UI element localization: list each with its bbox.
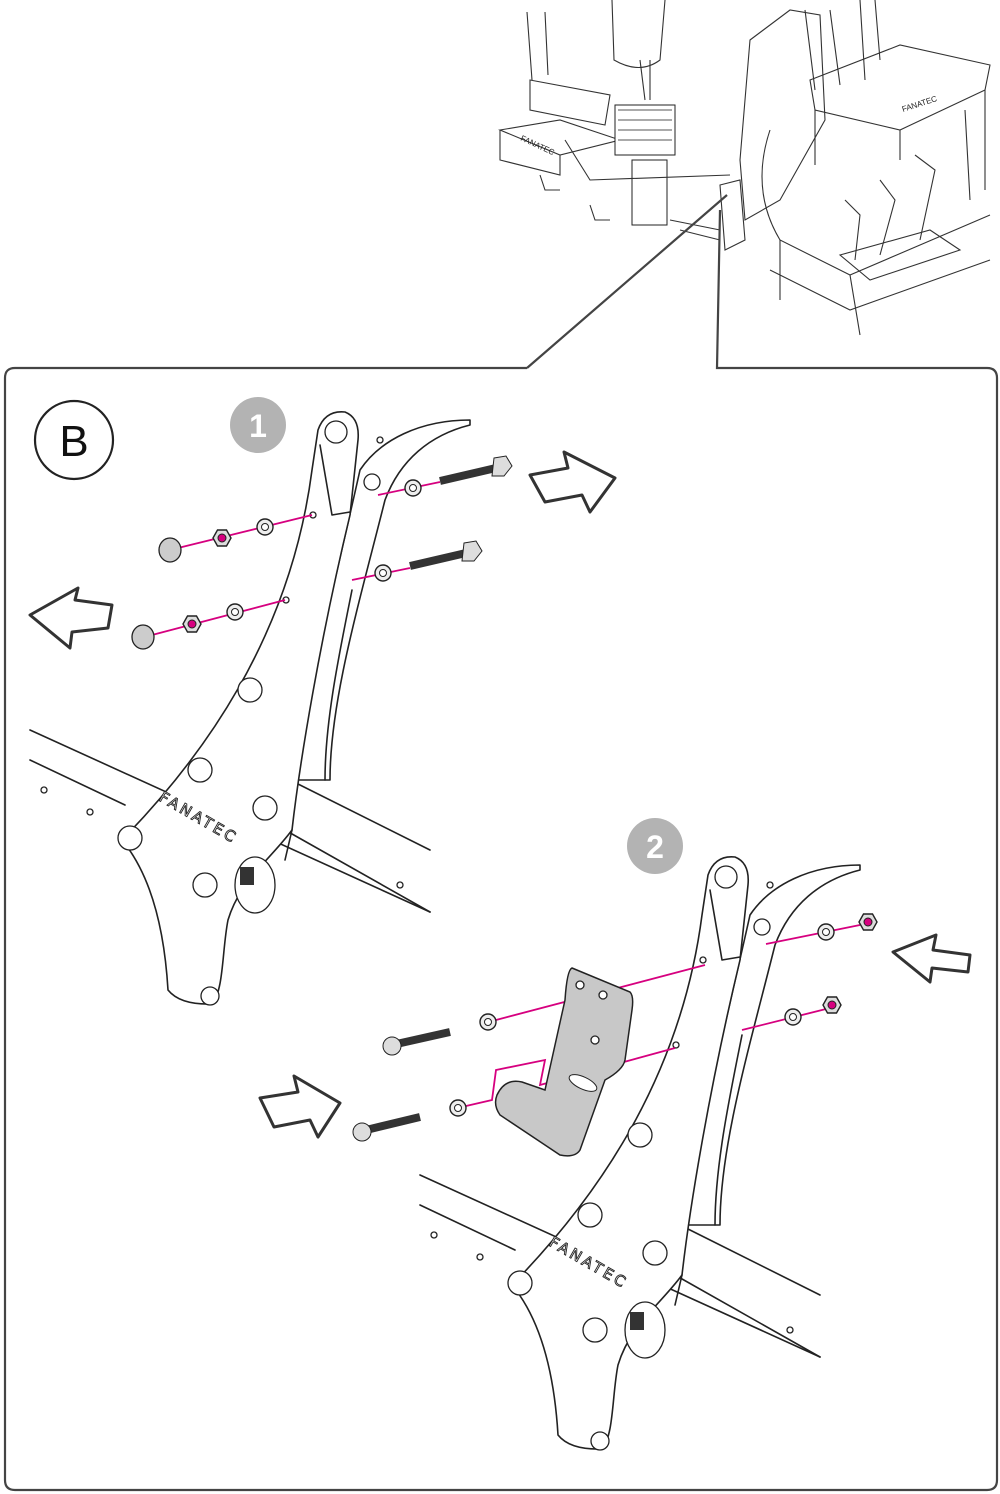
washer-icon <box>226 603 244 621</box>
remove-arrow-left-icon <box>28 586 114 650</box>
step-badge <box>627 818 683 874</box>
nut-icon <box>182 615 202 633</box>
bolt-icon <box>352 1113 421 1142</box>
washer-icon <box>404 479 422 497</box>
step-1-illustration: FANATEC 1 <box>28 397 617 1006</box>
section-label-badge: B <box>33 399 115 481</box>
washer-icon <box>784 1008 802 1026</box>
washer-icon <box>817 923 835 941</box>
step-number: 1 <box>249 408 267 444</box>
washer-icon <box>374 564 392 582</box>
section-label: B <box>59 417 88 466</box>
cap-icon <box>158 537 182 563</box>
overview-logo-2: FANATEC <box>519 134 556 158</box>
washer-icon <box>256 518 274 536</box>
nut-icon <box>212 529 232 547</box>
cap-icon <box>131 624 155 650</box>
washer-icon <box>449 1099 467 1117</box>
cockpit-overview-illustration: FANATEC FANATEC <box>498 0 991 336</box>
step-2-illustration: FANATEC 2 <box>258 818 972 1451</box>
step-badge <box>230 397 286 453</box>
remove-arrow-right-icon <box>528 450 617 514</box>
overview-logo: FANATEC <box>901 94 939 114</box>
insert-arrow-right-icon <box>258 1074 342 1139</box>
bracket-icon <box>494 967 634 1157</box>
bolt-icon <box>439 455 513 485</box>
nut-icon <box>822 996 842 1014</box>
bolt-icon <box>409 540 483 570</box>
nut-icon <box>858 913 878 931</box>
bolt-icon <box>382 1028 451 1056</box>
insert-arrow-left-icon <box>891 933 972 984</box>
washer-icon <box>479 1013 497 1031</box>
step-number: 2 <box>646 829 664 865</box>
callout-frame <box>3 194 999 1492</box>
